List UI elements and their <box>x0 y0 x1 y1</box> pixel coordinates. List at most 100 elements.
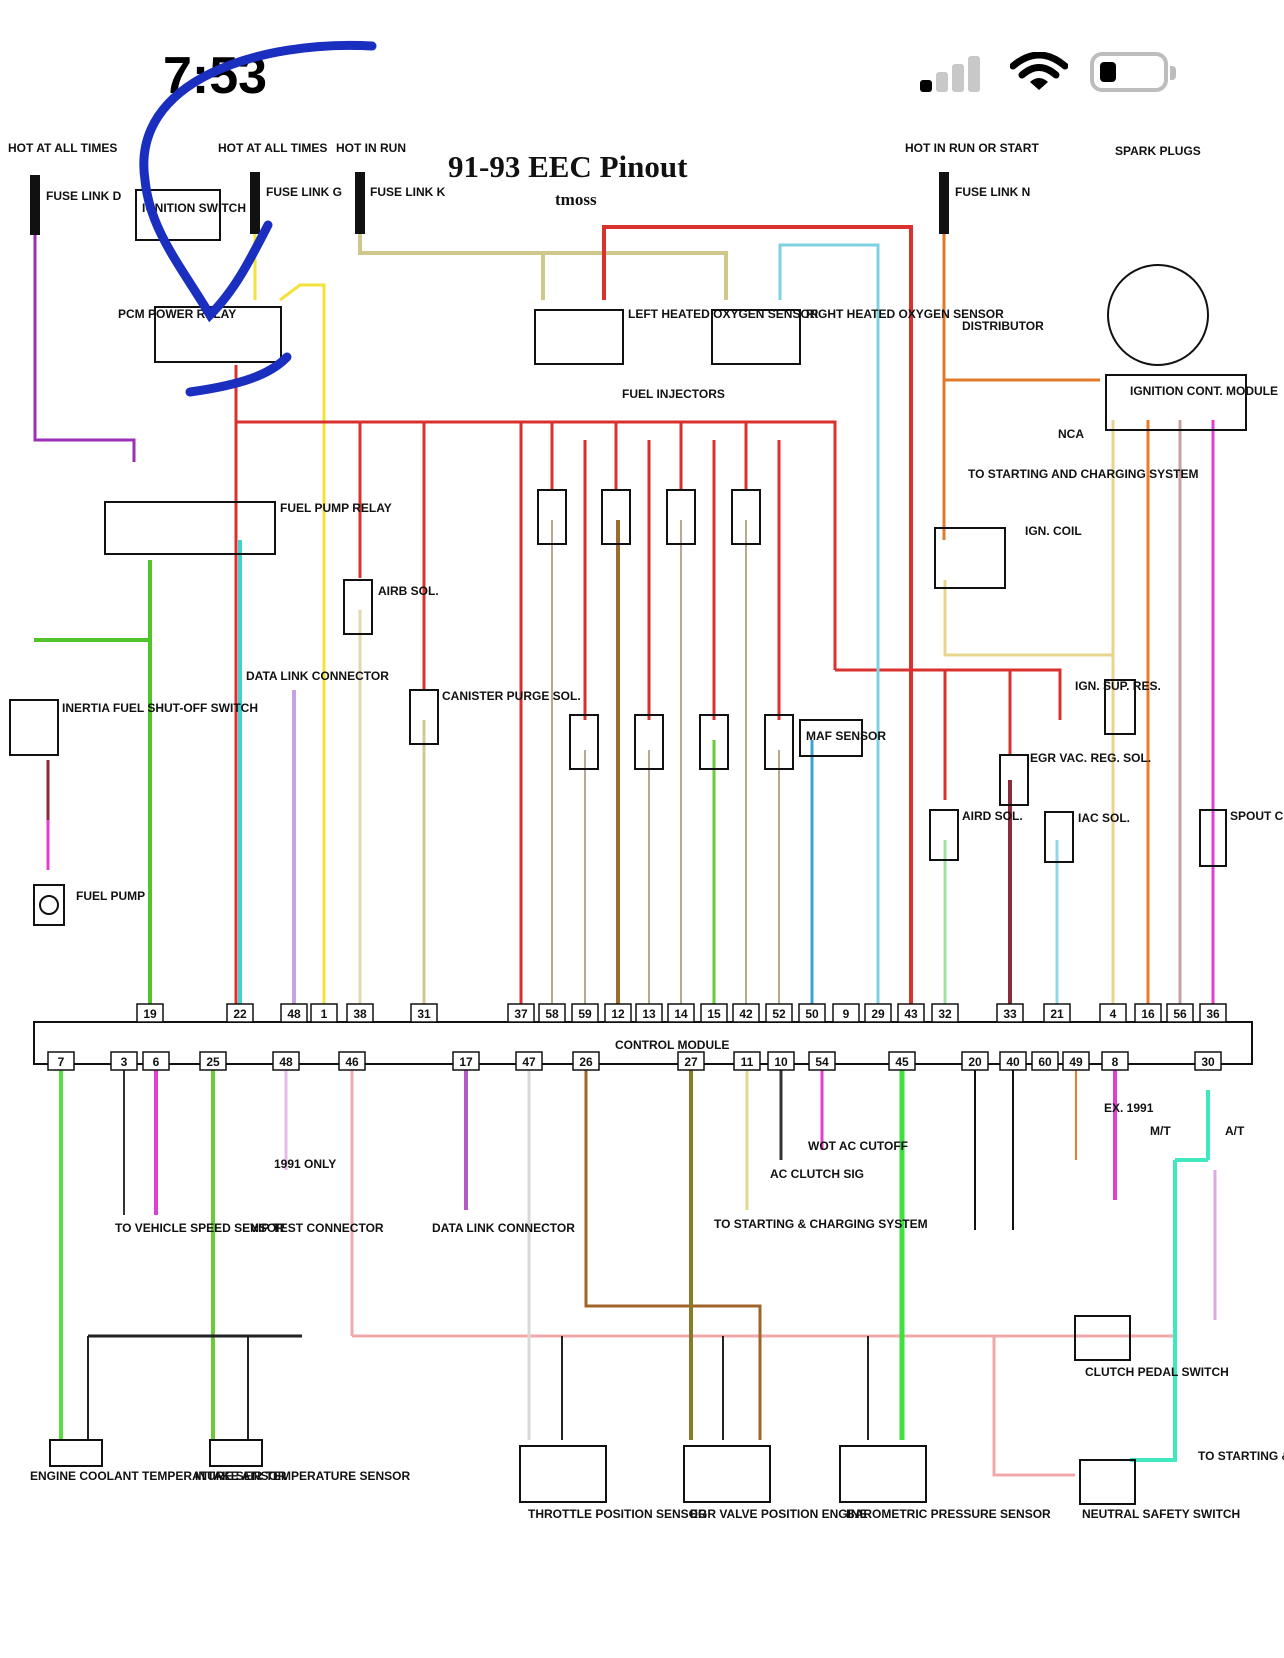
top-pin-box <box>996 1003 1024 1023</box>
clutch-label: CLUTCH PEDAL SWITCH <box>1085 1365 1229 1379</box>
iat-box <box>209 1439 263 1467</box>
wot-label: WOT AC CUTOFF <box>808 1139 908 1153</box>
control-module-label: CONTROL MODULE <box>615 1038 729 1052</box>
fuse-link-d-label: FUSE LINK D <box>46 189 122 203</box>
bottom-pin-label: 11 <box>741 1055 754 1069</box>
to-starting-label: TO STARTING AND CHARGING SYSTEM <box>968 467 1198 481</box>
maf-sensor-label: MAF SENSOR <box>806 729 886 743</box>
top-pin-label: 56 <box>1173 1007 1187 1021</box>
bottom-pin-box <box>808 1051 836 1071</box>
top-pin-box <box>604 1003 632 1023</box>
top-pin-label: 14 <box>674 1007 688 1021</box>
top-pin-box <box>1099 1003 1127 1023</box>
evp-box <box>683 1445 771 1503</box>
inertia-switch-box <box>9 699 59 756</box>
ign-coil-box <box>934 527 1006 589</box>
spout-box <box>1199 809 1227 867</box>
top-pin-box <box>1043 1003 1071 1023</box>
bp-box <box>839 1445 927 1503</box>
nca-label: NCA <box>1058 427 1084 441</box>
top-pin-label: 21 <box>1050 1007 1064 1021</box>
top-pin-box <box>897 1003 925 1023</box>
bottom-pin-label: 8 <box>1112 1055 1119 1069</box>
fuse-link-n-label: FUSE LINK N <box>955 185 1030 199</box>
wifi-icon <box>1010 52 1068 90</box>
battery-icon <box>1090 52 1176 92</box>
egr-vac-box <box>999 754 1029 806</box>
top-pin-label: 33 <box>1003 1007 1017 1021</box>
to-start3-label: TO STARTING & CHARGING SYSTEMS <box>1198 1449 1284 1463</box>
bottom-pin-label: 7 <box>58 1055 65 1069</box>
at-label: A/T <box>1225 1124 1245 1138</box>
top-pin-box <box>310 1003 338 1023</box>
top-pin-label: 12 <box>611 1007 625 1021</box>
top-pin-box <box>538 1003 566 1023</box>
diagram-author: tmoss <box>555 190 597 209</box>
aird-sol-box <box>929 809 959 861</box>
top-pin-label: 13 <box>642 1007 656 1021</box>
hot-in-run-label: HOT IN RUN <box>336 141 406 155</box>
hand-annotation <box>139 40 377 397</box>
bottom-pin-box <box>110 1051 138 1071</box>
fuel-pump-label: FUEL PUMP <box>76 889 145 903</box>
bottom-pin-box <box>1062 1051 1090 1071</box>
fuel-injectors-label: FUEL INJECTORS <box>622 387 725 401</box>
top-pin-label: 50 <box>805 1007 819 1021</box>
bottom-pin-label: 30 <box>1201 1055 1215 1069</box>
left-ho2s-box <box>534 309 624 365</box>
bottom-pin-box <box>572 1051 600 1071</box>
top-pin-box <box>410 1003 438 1023</box>
to-start2-label: TO STARTING & CHARGING SYSTEM <box>714 1217 928 1231</box>
tps-label: THROTTLE POSITION SENSOR <box>528 1507 707 1521</box>
right-ho2s-label: RIGHT HEATED OXYGEN SENSOR <box>806 307 1004 321</box>
top-pin-label: 43 <box>904 1007 918 1021</box>
bottom-pin-label: 48 <box>279 1055 293 1069</box>
bottom-pin-box <box>888 1051 916 1071</box>
top-pin-box <box>667 1003 695 1023</box>
ect-label: ENGINE COOLANT TEMPERATURE SENSOR <box>30 1469 287 1483</box>
distributor-cap <box>1107 264 1209 366</box>
bottom-pin-box <box>47 1051 75 1071</box>
fuse-link-g-label: FUSE LINK G <box>266 185 342 199</box>
spout-label: SPOUT CHECK CONN. <box>1230 809 1284 823</box>
bottom-pin-box <box>1031 1051 1059 1071</box>
top-pin-box <box>1166 1003 1194 1023</box>
top-pin-label: 37 <box>514 1007 528 1021</box>
to-vss-label: TO VEHICLE SPEED SENSOR <box>115 1221 285 1235</box>
bottom-pin-label: 6 <box>153 1055 160 1069</box>
bottom-pin-label: 27 <box>684 1055 698 1069</box>
fuel-pump-relay-label: FUEL PUMP RELAY <box>280 501 392 515</box>
bottom-pin-box <box>677 1051 705 1071</box>
fuse-link-k-label: FUSE LINK K <box>370 185 446 199</box>
bottom-pin-box <box>272 1051 300 1071</box>
top-pin-label: 58 <box>545 1007 559 1021</box>
bottom-pin-label: 25 <box>206 1055 220 1069</box>
top-pin-label: 16 <box>1141 1007 1155 1021</box>
canister-purge-label: CANISTER PURGE SOL. <box>442 689 581 703</box>
top-pin-label: 4 <box>1110 1007 1117 1021</box>
top-pin-label: 52 <box>772 1007 786 1021</box>
clutch-box <box>1074 1315 1131 1361</box>
vip-label: VIP TEST CONNECTOR <box>250 1221 384 1235</box>
bottom-pin-label: 3 <box>121 1055 128 1069</box>
ignition-module-box <box>1105 374 1247 431</box>
ect-box <box>49 1439 103 1467</box>
ign-sup-res-label: IGN. SUP. RES. <box>1075 679 1161 693</box>
right-ho2s-box <box>711 309 801 365</box>
cellular-signal-icon <box>920 56 980 92</box>
bottom-pin-label: 54 <box>815 1055 829 1069</box>
spark-plugs-label: SPARK PLUGS <box>1115 144 1201 158</box>
top-pin-box <box>700 1003 728 1023</box>
top-pin-label: 59 <box>578 1007 592 1021</box>
bottom-pin-box <box>515 1051 543 1071</box>
bottom-pin-box <box>452 1051 480 1071</box>
fuel-pump-relay-box <box>104 501 276 555</box>
top-pin-label: 1 <box>321 1007 328 1021</box>
bp-label: BAROMETRIC PRESSURE SENSOR <box>846 1507 1051 1521</box>
diagram-title: 91-93 EEC Pinout <box>448 149 688 184</box>
hot-all-times-2-label: HOT AT ALL TIMES <box>218 141 327 155</box>
top-pin-label: 36 <box>1206 1007 1220 1021</box>
nss-box <box>1079 1459 1136 1505</box>
bottom-pin-box <box>961 1051 989 1071</box>
